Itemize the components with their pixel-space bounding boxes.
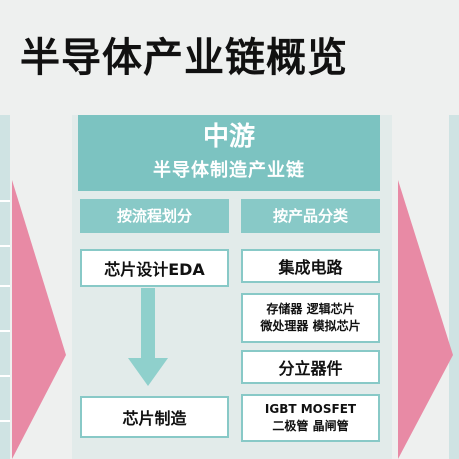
left-neighbor-divider bbox=[0, 200, 10, 202]
midstream-header: 中游 半导体制造产业链 bbox=[78, 115, 380, 191]
page-title: 半导体产业链概览 bbox=[20, 35, 348, 81]
product-item-ic-types: 存储器 逻辑芯片 微处理器 模拟芯片 bbox=[241, 293, 380, 343]
product-item-label: 分立器件 bbox=[278, 359, 343, 378]
process-item-design: 芯片设计EDA bbox=[80, 249, 229, 287]
product-item-discrete-types: IGBT MOSFET 二极管 晶闸管 bbox=[241, 394, 380, 442]
product-item-label: 集成电路 bbox=[278, 258, 343, 277]
right-neighbor-column bbox=[449, 115, 459, 459]
process-item-label: 芯片设计EDA bbox=[104, 260, 205, 279]
left-neighbor-divider bbox=[0, 330, 10, 332]
column-header-process: 按流程划分 bbox=[80, 199, 229, 233]
product-item-line: 二极管 晶闸管 bbox=[272, 419, 349, 433]
down-arrow-icon bbox=[128, 288, 168, 386]
header-subtitle: 半导体制造产业链 bbox=[153, 160, 305, 181]
product-item-ic: 集成电路 bbox=[241, 249, 380, 283]
product-item-line: 微处理器 模拟芯片 bbox=[260, 319, 361, 333]
left-flow-arrow bbox=[12, 180, 66, 459]
product-item-line: 存储器 逻辑芯片 bbox=[266, 302, 355, 316]
process-item-manufacturing: 芯片制造 bbox=[80, 396, 229, 438]
left-neighbor-divider bbox=[0, 375, 10, 377]
product-item-discrete: 分立器件 bbox=[241, 350, 380, 384]
process-item-label: 芯片制造 bbox=[122, 409, 187, 428]
left-neighbor-column bbox=[0, 115, 10, 459]
header-title: 中游 bbox=[202, 122, 255, 152]
left-neighbor-divider bbox=[0, 245, 10, 247]
product-item-line: IGBT MOSFET bbox=[264, 402, 357, 416]
left-neighbor-divider bbox=[0, 285, 10, 287]
right-flow-arrow bbox=[398, 180, 453, 459]
left-neighbor-divider bbox=[0, 420, 10, 422]
column-header-product: 按产品分类 bbox=[241, 199, 380, 233]
